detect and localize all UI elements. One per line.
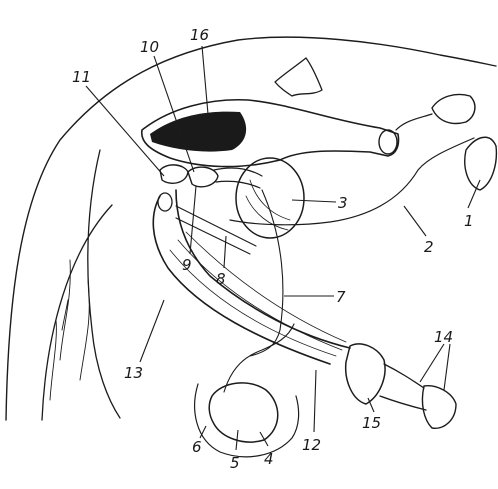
callout-10: 10 [140,38,159,56]
free-penis-part [380,364,426,410]
callout-6: 6 [192,438,202,456]
callout-4: 4 [264,450,274,468]
callout-5: 5 [230,454,240,472]
testis-upper [432,95,475,124]
callout-1: 1 [464,212,474,230]
rectum-lumen [150,112,246,152]
callout-16: 16 [190,26,209,44]
spermatic-cord [224,324,294,392]
seminal-vesicle [176,206,256,254]
scrotum-wall [195,384,299,457]
hind-leg-outline [42,150,120,420]
callout-labels: 1 2 3 4 5 6 7 8 9 10 11 12 13 14 15 16 [72,26,474,472]
callout-15: 15 [362,414,381,432]
prepuce [346,344,385,404]
callout-3: 3 [338,194,348,212]
rectum-opening [379,130,397,154]
glans-penis [422,386,456,429]
callout-13: 13 [124,364,143,382]
pelvic-bone [275,58,322,96]
callout-9: 9 [182,256,192,274]
leg-hatching [50,260,89,400]
penis-shading [170,232,346,356]
bulbourethral-gland [160,165,188,183]
callout-8: 8 [216,270,226,288]
callout-2: 2 [424,238,434,256]
callout-7: 7 [336,288,346,306]
body-outline [6,37,496,420]
testis-lower [465,137,497,190]
scrotal-testis [209,383,278,442]
vas-deferens [230,114,474,225]
penis-shaft [153,190,350,364]
callout-12: 12 [302,436,321,454]
callout-14: 14 [434,328,453,346]
callout-11: 11 [72,68,91,86]
